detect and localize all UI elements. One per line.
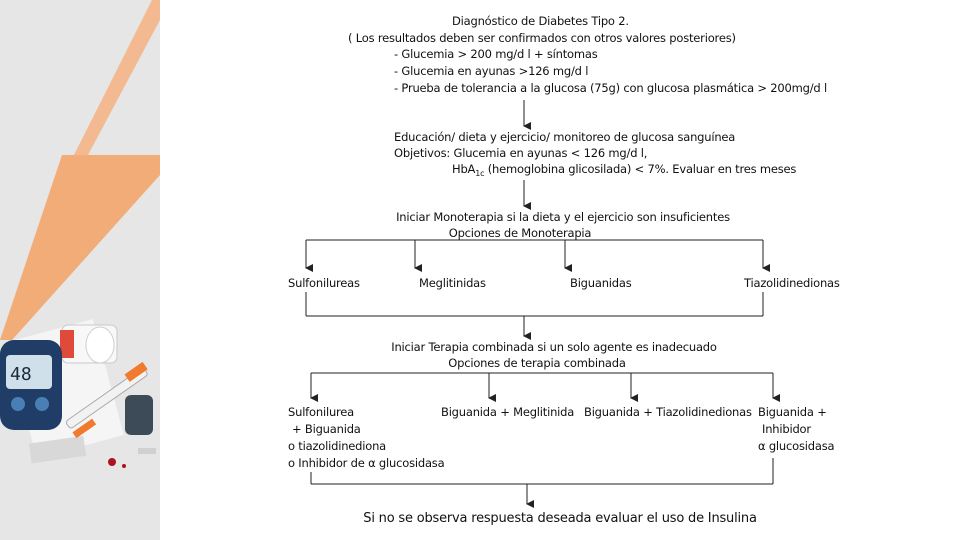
combined-subtitle: Opciones de terapia combinada — [448, 356, 626, 370]
blood-drop — [108, 458, 116, 466]
orange-stripe-bottom — [0, 155, 160, 340]
combo-4-line-3: α glucosidasa — [758, 439, 835, 453]
hba1c-line: HbA1c (hemoglobina glicosilada) < 7%. Ev… — [452, 162, 796, 181]
monotherapy-title: Iniciar Monoterapia si la dieta y el eje… — [396, 210, 730, 224]
combo-1-line-2: + Biguanida — [292, 422, 361, 436]
mono-option-meglitinidas: Meglitinidas — [419, 276, 486, 290]
syringe-plunger — [124, 361, 148, 382]
criterion-3: - Prueba de tolerancia a la glucosa (75g… — [394, 81, 827, 95]
combo-4-line-1: Biguanida + — [758, 405, 827, 419]
diabetes-supplies-illustration: 48 — [0, 0, 160, 468]
monotherapy-subtitle: Opciones de Monoterapia — [448, 226, 592, 240]
pill-bottle-opening — [85, 326, 115, 364]
combo-2: Biguanida + Meglitinida — [441, 405, 575, 419]
blood-drop-small — [122, 464, 126, 468]
meter-button-right — [35, 397, 49, 411]
final-recommendation: Si no se observa respuesta deseada evalu… — [363, 511, 757, 526]
lancing-device — [125, 395, 153, 435]
combo-4-line-2: Inhibidor — [762, 422, 811, 436]
mono-option-biguanidas: Biguanidas — [570, 276, 632, 290]
syringe-barrel — [65, 367, 148, 429]
hba1c-prefix: HbA — [452, 162, 476, 176]
glucose-meter-reading: 48 — [10, 364, 32, 385]
combo-1-line-3: o tiazolidinediona — [288, 439, 387, 453]
combo-1-line-1: Sulfonilurea — [288, 405, 355, 419]
combined-title: Iniciar Terapia combinada si un solo age… — [391, 340, 717, 354]
hba1c-subscript: 1c — [475, 169, 485, 178]
mono-option-tiazolidinedionas: Tiazolidinedionas — [744, 276, 840, 290]
pill-bottle-cap — [60, 330, 74, 358]
glucose-meter-screen — [6, 355, 52, 389]
hba1c-suffix: (hemoglobina glicosilada) < 7%. Evaluar … — [484, 162, 797, 176]
meter-button-left — [11, 397, 25, 411]
combo-1-line-4: o Inhibidor de α glucosidasa — [288, 456, 445, 470]
mono-option-sulfonilureas: Sulfonilureas — [288, 276, 360, 290]
syringe-cap — [72, 418, 97, 439]
objectives-line: Objetivos: Glucemia en ayunas < 126 mg/d… — [394, 146, 648, 160]
diagnosis-note: ( Los resultados deben ser confirmados c… — [348, 31, 736, 45]
criterion-2: - Glucemia en ayunas >126 mg/d l — [394, 64, 589, 78]
test-strip-pack — [28, 435, 87, 464]
diagnosis-title: Diagnóstico de Diabetes Tipo 2. — [452, 14, 629, 28]
needle-tip — [138, 448, 156, 454]
combo-3: Biguanida + Tiazolidinedionas — [584, 405, 752, 419]
decorative-side-panel: 48 — [0, 0, 160, 540]
education-line: Educación/ dieta y ejercicio/ monitoreo … — [394, 130, 736, 144]
orange-stripe-top — [74, 0, 160, 155]
criterion-1: - Glucemia > 200 mg/d l + síntomas — [394, 47, 598, 61]
